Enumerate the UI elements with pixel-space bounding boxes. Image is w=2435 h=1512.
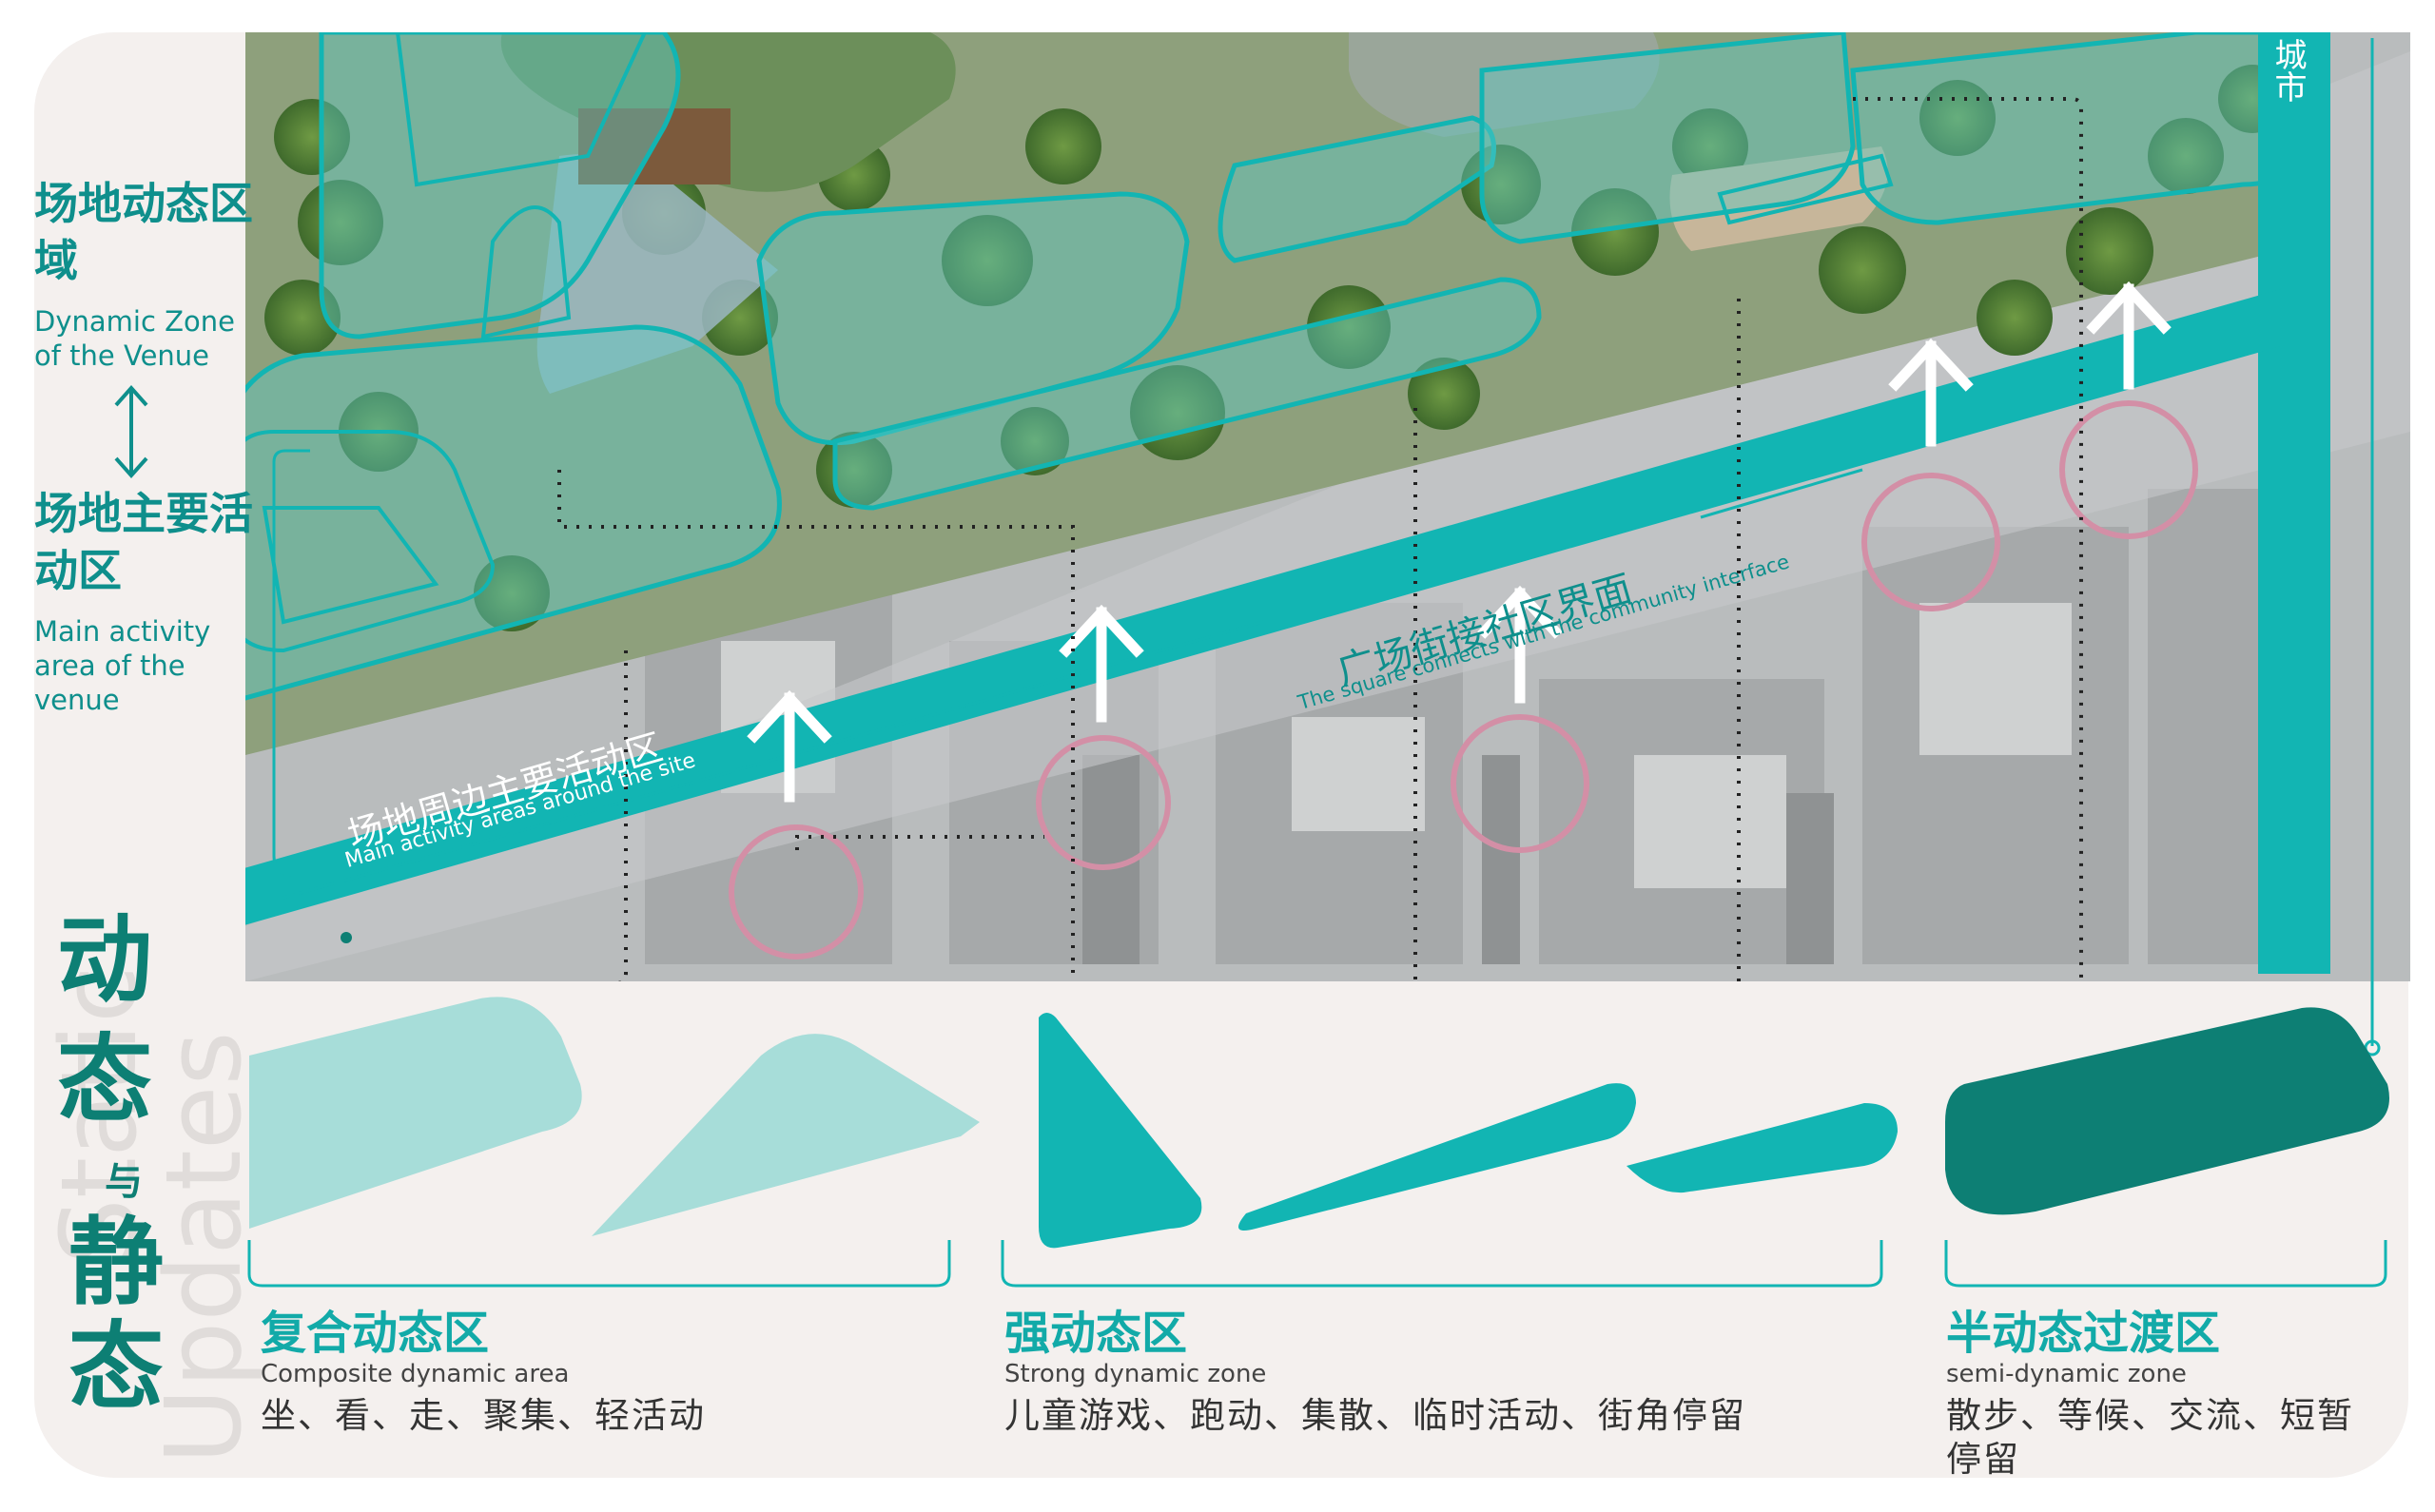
entry-arrows	[747, 281, 2172, 803]
title-char-4: 态	[68, 1311, 164, 1423]
zone-strong-activities: 儿童游戏、跑动、集散、临时活动、街角停留	[1004, 1395, 1746, 1436]
city-road-bar	[2258, 32, 2330, 974]
zone-composite-activities: 坐、看、走、聚集、轻活动	[261, 1395, 706, 1436]
title-char-3: 静	[68, 1207, 164, 1318]
strong-shape-2	[1238, 1083, 1636, 1231]
left-bracket	[272, 449, 323, 877]
semi-shape	[1945, 1007, 2389, 1215]
title-connector: 与	[105, 1160, 143, 1204]
zone-composite-en: Composite dynamic area	[261, 1360, 570, 1388]
zone-semi-title: 半动态过渡区	[1946, 1307, 2221, 1360]
leader-lines	[359, 97, 2083, 981]
zone-shapes	[249, 997, 2389, 1249]
dynamic-zone-inner-outlines	[245, 32, 1894, 653]
title-char-1: 动	[57, 904, 152, 1016]
zone-semi-en: semi-dynamic zone	[1946, 1360, 2187, 1388]
zone-brackets	[247, 1240, 2387, 1288]
title-char-2: 态	[57, 1024, 152, 1135]
bidirectional-arrow-icon	[114, 384, 148, 479]
composite-shape-2	[592, 1034, 980, 1236]
zone-semi-activities: 散步、等候、交流、短暂停留	[1946, 1395, 2354, 1480]
city-road-label: 城市	[2269, 38, 2307, 103]
strong-shape-3	[1627, 1103, 1898, 1193]
zone-composite-title: 复合动态区	[261, 1307, 490, 1360]
site-plan-map	[245, 32, 2410, 981]
main-activity-subtitle: Main activity area of the venue	[34, 615, 211, 716]
band-end-dot	[341, 932, 352, 943]
composite-shape-1	[249, 997, 582, 1229]
zone-strong-title: 强动态区	[1004, 1307, 1188, 1360]
dynamic-zone-outlines	[245, 32, 2322, 701]
entrance-circles	[729, 400, 2198, 960]
dynamic-zone-subtitle: Dynamic Zone of the Venue	[34, 305, 235, 372]
strong-shape-1	[1039, 1013, 1202, 1249]
main-activity-title: 场地主要活动区	[34, 488, 253, 596]
paved-plazas	[500, 32, 1888, 394]
zone-strong-en: Strong dynamic zone	[1004, 1360, 1267, 1388]
right-guide-line	[2364, 38, 2381, 1056]
dynamic-zone-title: 场地动态区域	[34, 178, 253, 286]
tree-canopy	[264, 65, 2287, 631]
